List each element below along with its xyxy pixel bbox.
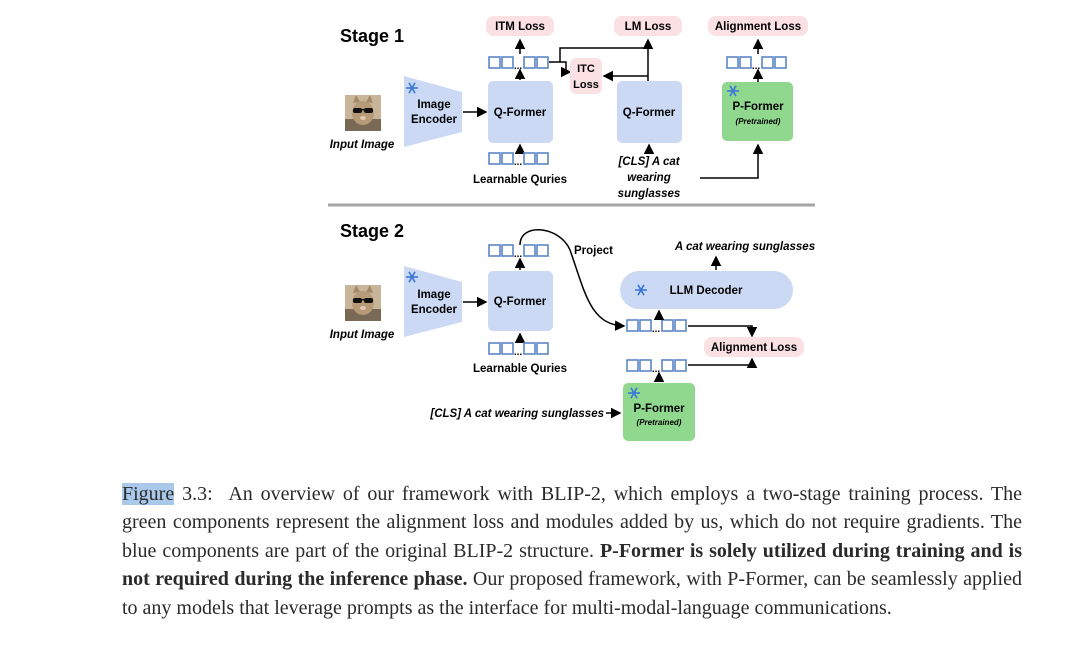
caption-bold: P-Former is solely utilized during train… (122, 539, 1022, 591)
learnable-queries-label-2: Learnable Quries (473, 363, 567, 375)
qformer-label-1: Q-Former (494, 107, 547, 119)
learnable-query-tokens-2 (488, 342, 549, 359)
itc-loss-line1: ITC (577, 63, 595, 75)
itc-loss-line2: Loss (573, 79, 599, 91)
stage-2: Stage 2 Input Image Image Encoder Q-Form… (330, 221, 815, 441)
text-input-line3: sunglasses (618, 188, 681, 200)
learnable-queries-label-1: Learnable Quries (473, 174, 567, 186)
image-encoder-2 (404, 266, 462, 337)
lm-loss-label: LM Loss (625, 21, 672, 33)
image-encoder-line2: Encoder (411, 114, 458, 126)
stage-2-title: Stage 2 (340, 221, 404, 241)
learnable-query-tokens-1 (488, 152, 549, 169)
alignment-loss-label-2: Alignment Loss (711, 342, 797, 354)
pformer-label-2: P-Former (633, 403, 685, 415)
stage-1-title: Stage 1 (340, 26, 404, 46)
figure-number: 3.3: (182, 483, 213, 505)
qformer-label-2: Q-Former (623, 107, 676, 119)
alignment-loss-pill-2 (704, 337, 804, 357)
image-encoder-1 (404, 76, 462, 147)
qformer-output-tokens-1 (488, 56, 549, 73)
pformer-output-tokens-1 (726, 56, 787, 73)
itm-loss-pill (486, 16, 554, 36)
alignment-loss-pill-1 (708, 16, 808, 36)
caption-text-1: An overview of our framework with BLIP-2… (122, 483, 1023, 562)
input-image-2 (345, 285, 381, 321)
pformer-note-2: (Pretrained) (637, 418, 682, 427)
framework-diagram: ... Stage 1 ITM Loss LM Loss (328, 16, 815, 441)
figure-caption: Figure 3.3: An overview of our framework… (122, 480, 1022, 622)
figure-label: Figure (122, 483, 175, 505)
projected-tokens (626, 319, 687, 336)
image-encoder-line1: Image (417, 99, 450, 111)
cls-text: [CLS] A cat wearing sunglasses (429, 408, 604, 420)
qformer-label-3: Q-Former (494, 296, 547, 308)
pformer-box-1 (722, 82, 793, 141)
output-text: A cat wearing sunglasses (674, 241, 815, 253)
lm-loss-pill (614, 16, 682, 36)
project-label: Project (574, 245, 613, 257)
qformer-box-3 (488, 271, 553, 331)
pformer-note-1: (Pretrained) (736, 117, 781, 126)
qformer-output-tokens-2 (488, 244, 549, 261)
pformer-label-1: P-Former (732, 101, 784, 113)
image-encoder-line1: Image (417, 289, 450, 301)
itc-loss-pill (570, 58, 602, 94)
input-image-label-1: Input Image (330, 139, 395, 151)
itm-loss-label: ITM Loss (495, 21, 545, 33)
text-input-line1: [CLS] A cat (617, 156, 680, 168)
text-input-line2: wearing (627, 172, 670, 184)
qformer-box-1 (488, 81, 553, 143)
pformer-box-2 (623, 383, 695, 441)
llm-decoder-box (620, 271, 793, 309)
alignment-loss-label-1: Alignment Loss (715, 21, 801, 33)
image-encoder-line2: Encoder (411, 304, 458, 316)
input-image-1 (345, 95, 381, 131)
caption-text-2: Our proposed framework, with P-Former, c… (122, 568, 1022, 619)
qformer-box-2 (617, 81, 682, 143)
pformer-output-tokens-2 (626, 359, 687, 376)
llm-decoder-label: LLM Decoder (670, 285, 743, 297)
input-image-label-2: Input Image (330, 329, 395, 341)
stage-1: Stage 1 ITM Loss LM Loss Alignment Loss … (330, 16, 808, 200)
